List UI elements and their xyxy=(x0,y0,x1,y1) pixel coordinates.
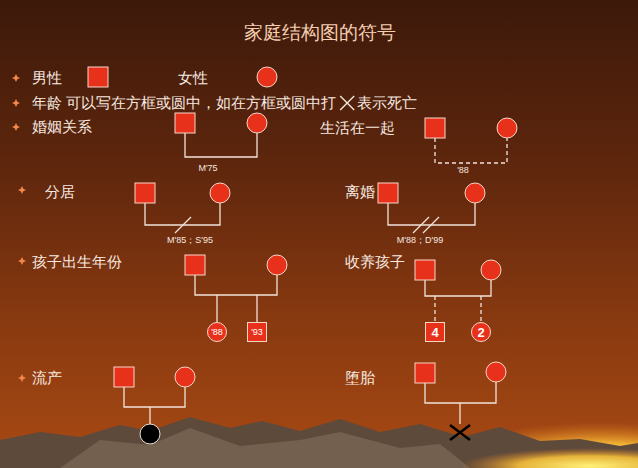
male-square xyxy=(425,118,445,138)
relation-line xyxy=(256,295,257,322)
bullet-star xyxy=(18,257,26,265)
relation-line xyxy=(425,280,491,296)
relation-line xyxy=(185,133,257,157)
male-square xyxy=(175,113,195,133)
symbol-label: 孩子出生年份 xyxy=(32,254,122,271)
bullet-star xyxy=(12,123,20,131)
mountain-highlight xyxy=(60,428,470,468)
relation-line xyxy=(216,295,217,322)
female-circle xyxy=(175,367,195,387)
relation-line xyxy=(388,203,475,225)
death-cross xyxy=(340,96,354,110)
symbol-label: 生活在一起 xyxy=(320,120,395,137)
female-circle xyxy=(210,183,230,203)
relation-line xyxy=(425,382,496,403)
node-text: 2 xyxy=(477,326,484,339)
male-square xyxy=(114,367,134,387)
dashed-line xyxy=(435,138,507,163)
slash-mark xyxy=(175,217,191,233)
dashed-line xyxy=(434,296,435,322)
sunset-band xyxy=(460,448,638,468)
child-male: '93 xyxy=(247,322,267,342)
slash-mark xyxy=(423,217,439,233)
node-text: '88 xyxy=(211,328,223,337)
date-label: M'88；D'99 xyxy=(397,236,443,246)
female-circle xyxy=(481,260,501,280)
slash-mark xyxy=(413,217,429,233)
female-circle xyxy=(486,362,506,382)
miscarriage-dot xyxy=(140,424,160,444)
symbol-label: 流产 xyxy=(32,370,62,387)
abortion-cross xyxy=(450,425,470,440)
bullet-star xyxy=(12,99,20,107)
abortion-cross xyxy=(450,425,470,440)
symbol-label: 男性 xyxy=(32,70,62,87)
female-circle xyxy=(247,113,267,133)
female-circle xyxy=(257,67,277,87)
symbol-label: 女性 xyxy=(178,70,208,87)
symbol-label: 年龄 可以写在方框或圆中，如在方框或圆中打 xyxy=(32,95,336,112)
male-square xyxy=(378,183,398,203)
circle-fill xyxy=(208,323,227,342)
male-square xyxy=(415,363,435,383)
relation-line xyxy=(149,407,150,424)
relation-line xyxy=(459,403,460,424)
symbol-label: 分居 xyxy=(45,184,75,201)
date-label: '88 xyxy=(457,166,469,176)
male-square xyxy=(88,67,108,87)
dashed-line xyxy=(480,296,481,322)
node-text: 4 xyxy=(431,326,438,339)
node-text: '93 xyxy=(251,328,263,337)
female-circle xyxy=(267,255,287,275)
diagram-title: 家庭结构图的符号 xyxy=(244,20,396,46)
symbol-label: 堕胎 xyxy=(345,370,375,387)
female-circle xyxy=(497,118,517,138)
bullet-star xyxy=(18,186,26,194)
death-cross xyxy=(340,96,354,110)
male-square xyxy=(135,183,155,203)
adopted-male: 4 xyxy=(425,322,445,342)
symbol-label: 婚姻关系 xyxy=(32,119,92,136)
bullet-star xyxy=(18,374,26,382)
relation-line xyxy=(145,203,220,225)
symbol-label: 表示死亡 xyxy=(357,95,417,112)
relation-line xyxy=(124,387,185,407)
female-circle xyxy=(465,183,485,203)
male-square xyxy=(415,260,435,280)
date-label: M'75 xyxy=(198,164,217,174)
symbol-label: 收养孩子 xyxy=(345,254,405,271)
date-label: M'85；S'95 xyxy=(167,236,213,246)
child-female: '88 xyxy=(207,322,227,342)
adopted-female: 2 xyxy=(471,322,491,342)
male-square xyxy=(185,255,205,275)
relation-line xyxy=(195,275,277,295)
circle-fill xyxy=(472,323,491,342)
symbol-label: 离婚 xyxy=(345,184,375,201)
bullet-star xyxy=(12,74,20,82)
